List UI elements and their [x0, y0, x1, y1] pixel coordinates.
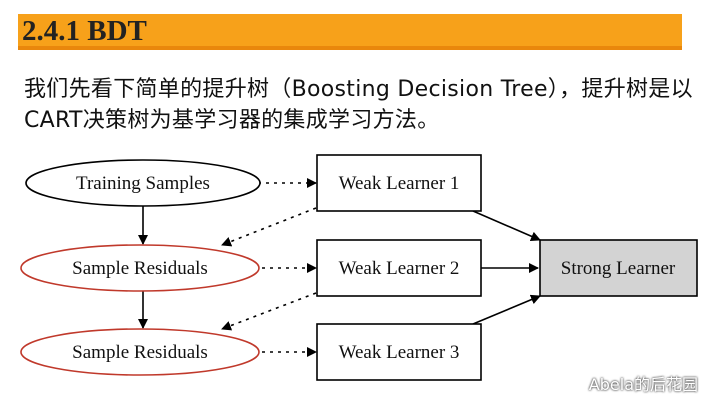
page-title: 2.4.1 BDT — [22, 15, 147, 47]
edge-weak2-to-residuals2 — [221, 292, 317, 331]
node-weak-learner-1: Weak Learner 1 — [316, 154, 482, 212]
node-strong-learner: Strong Learner — [539, 239, 698, 297]
edge-weak3-to-strong — [472, 294, 541, 325]
node-weak-learner-3-label: Weak Learner 3 — [339, 342, 460, 363]
node-training-samples-label: Training Samples — [76, 173, 210, 194]
node-sample-residuals-2-label: Sample Residuals — [72, 342, 208, 363]
node-weak-learner-3: Weak Learner 3 — [316, 323, 482, 381]
edge-weak1-to-residuals1 — [221, 207, 317, 247]
node-strong-learner-label: Strong Learner — [561, 258, 676, 279]
description-text: 我们先看下简单的提升树（Boosting Decision Tree），提升树是… — [24, 77, 693, 133]
node-sample-residuals-2: Sample Residuals — [20, 328, 260, 376]
edge-weak1-to-strong — [472, 210, 541, 242]
node-weak-learner-2: Weak Learner 2 — [316, 239, 482, 297]
wechat-icon — [558, 373, 583, 392]
diagram-edges — [138, 178, 541, 357]
node-training-samples: Training Samples — [25, 159, 261, 207]
title-bar: 2.4.1 BDT — [18, 14, 682, 50]
node-weak-learner-2-label: Weak Learner 2 — [339, 258, 460, 279]
node-weak-learner-1-label: Weak Learner 1 — [339, 173, 460, 194]
watermark: Abela的后花园 — [558, 371, 698, 395]
node-sample-residuals-1-label: Sample Residuals — [72, 258, 208, 279]
node-sample-residuals-1: Sample Residuals — [20, 244, 260, 292]
watermark-text: Abela的后花园 — [588, 375, 698, 394]
